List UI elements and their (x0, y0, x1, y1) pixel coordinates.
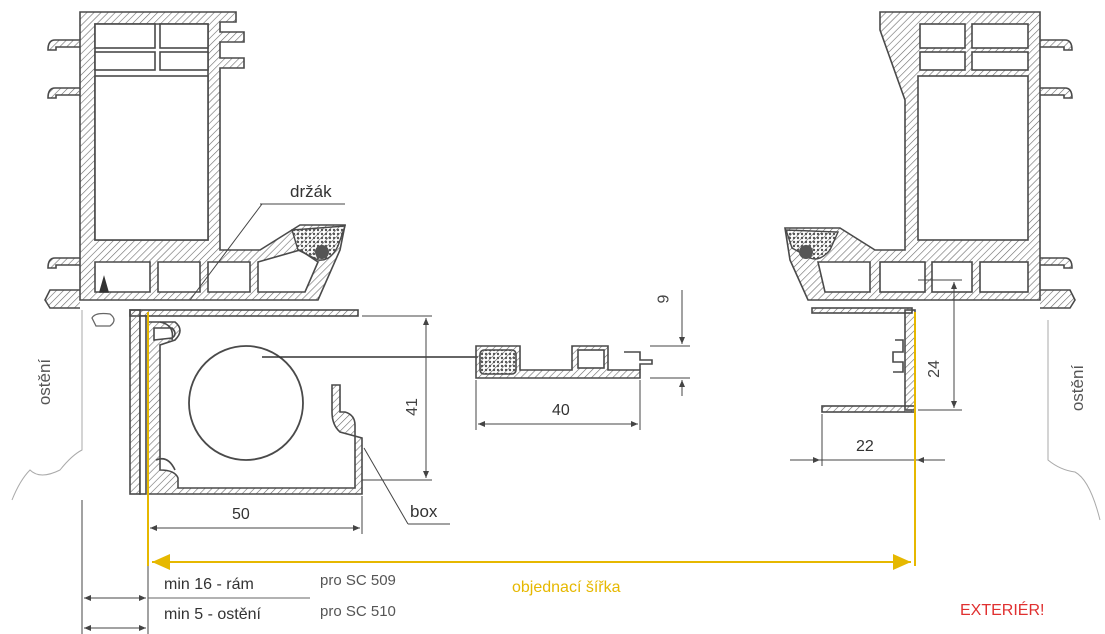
note-product-510: pro SC 510 (320, 603, 396, 620)
dim-24: 24 (925, 360, 943, 378)
order-width-guide (147, 312, 916, 570)
dim-22: 22 (856, 438, 874, 455)
dim-50: 50 (232, 506, 250, 523)
dim-41: 41 (403, 398, 421, 416)
left-frame-profile (44, 11, 346, 309)
dim-9: 9 (655, 294, 673, 304)
right-seal (785, 229, 840, 260)
dim-40: 40 (552, 402, 570, 419)
holder-label: držák (290, 182, 332, 201)
slat-profile (475, 345, 653, 379)
right-guide (811, 307, 916, 413)
box-label: box (410, 502, 438, 521)
note-min-frame: min 16 - rám (164, 576, 254, 593)
exterior-label: EXTERIÉR! (960, 602, 1045, 619)
note-min-wall: min 5 - ostění (164, 606, 261, 623)
order-width-label: objednací šířka (512, 579, 621, 596)
blind-box (129, 309, 478, 495)
wall-right-label: ostění (1068, 364, 1088, 412)
wall-left-label: ostění (35, 358, 55, 406)
walls (11, 310, 1101, 521)
left-seal (291, 225, 347, 261)
note-product-509: pro SC 509 (320, 572, 396, 589)
right-frame-profile (784, 11, 1076, 309)
